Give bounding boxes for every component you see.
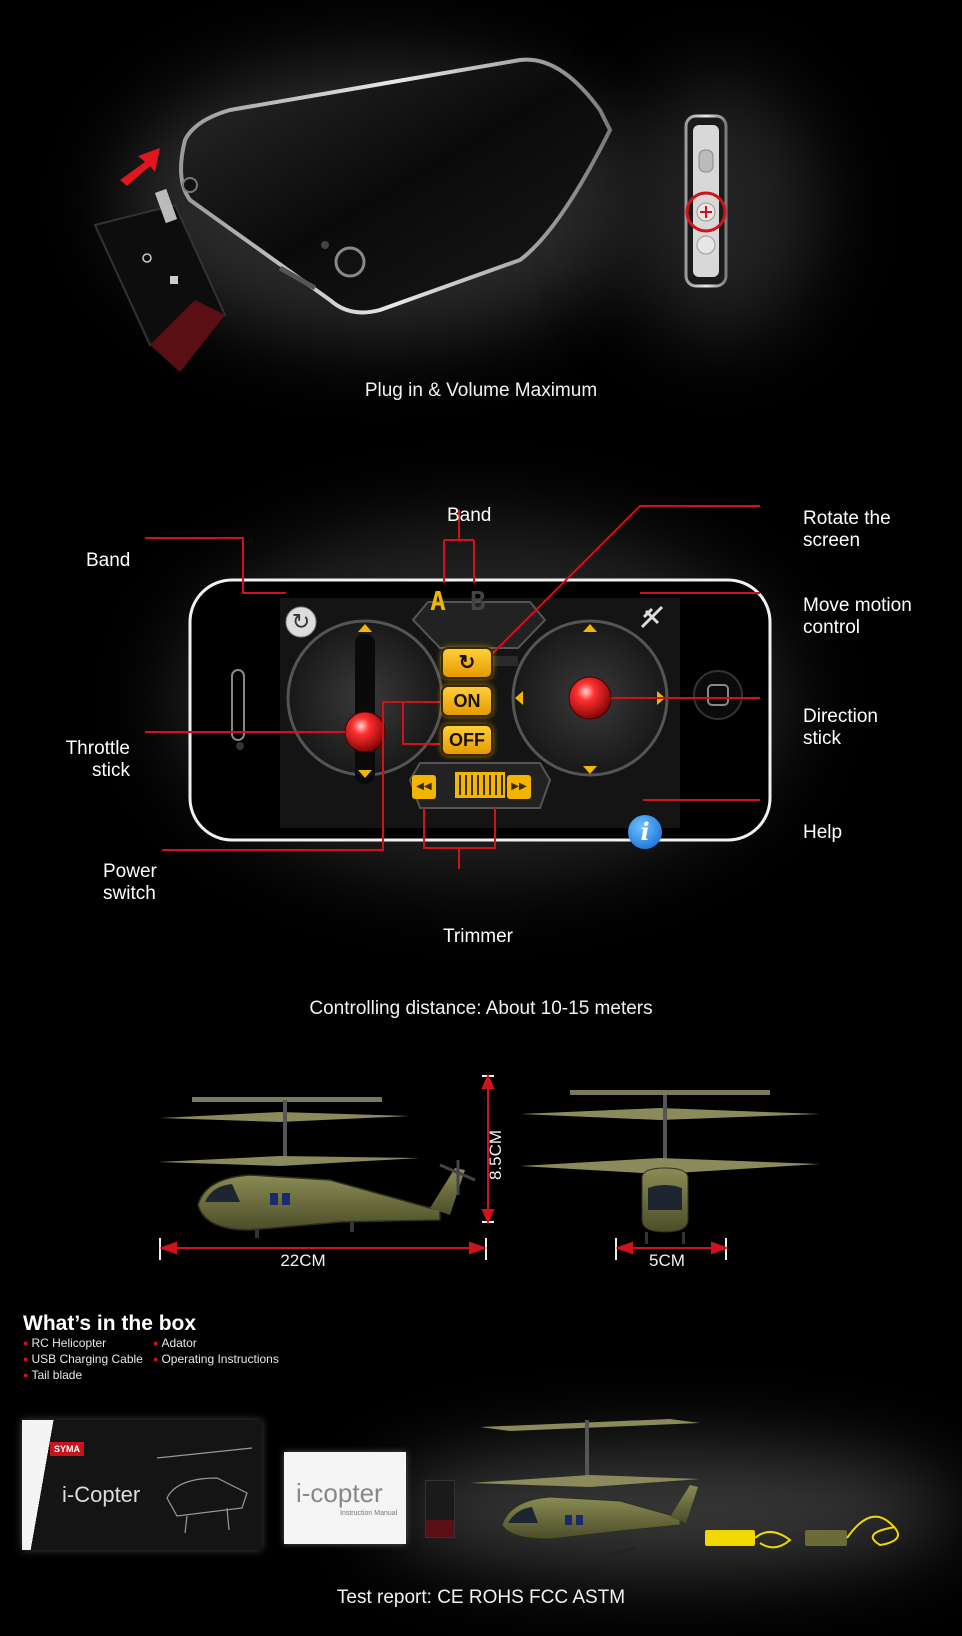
- list-item: Tail blade: [23, 1368, 143, 1384]
- rotate-screen-button[interactable]: [285, 606, 317, 638]
- phone-side-view: [684, 114, 728, 288]
- speaker-grille: [278, 265, 317, 291]
- distance-caption: Controlling distance: About 10-15 meters: [309, 998, 653, 1019]
- direction-down-arrow-icon: [583, 766, 597, 774]
- label-trimmer: Trimmer: [443, 926, 513, 947]
- charger-item: [805, 1530, 847, 1546]
- direction-up-arrow-icon: [583, 624, 597, 632]
- box-brand-logo: SYMA: [50, 1442, 85, 1456]
- direction-left-arrow-icon: [515, 691, 523, 705]
- phone-camera: [236, 742, 244, 750]
- instruction-manual: i-copter Instruction Manual: [284, 1452, 406, 1544]
- volume-up-icon: [700, 206, 712, 218]
- width-dimension-label: 5CM: [649, 1251, 685, 1270]
- label-motion-line1: Move motion: [803, 595, 912, 616]
- audio-adapter: [93, 188, 227, 372]
- box-contents-title: What’s in the box: [23, 1312, 197, 1335]
- label-help: Help: [803, 822, 843, 843]
- direction-stick[interactable]: [568, 676, 612, 720]
- phone-speaker: [231, 669, 245, 741]
- phone-body: [179, 57, 613, 315]
- height-dimension-label: 8.5CM: [486, 1129, 505, 1181]
- throttle-track: [355, 634, 375, 784]
- camera-icon: [321, 241, 329, 249]
- trim-left-button[interactable]: ◀◀: [412, 775, 436, 799]
- test-report-caption: Test report: CE ROHS FCC ASTM: [336, 1587, 626, 1608]
- phone-home-button: [693, 670, 743, 720]
- box-helicopter-and-accessories: [470, 1419, 899, 1555]
- label-direction-line1: Direction: [803, 706, 878, 727]
- dimension-lines: [159, 1073, 729, 1260]
- home-square-icon: [707, 684, 729, 706]
- usb-cable-item: [705, 1530, 755, 1546]
- list-item: RC Helicopter: [23, 1336, 143, 1352]
- box-contents-col1: RC Helicopter USB Charging Cable Tail bl…: [23, 1336, 143, 1384]
- product-box: SYMA i-Copter: [22, 1420, 262, 1550]
- list-item: USB Charging Cable: [23, 1352, 142, 1368]
- throttle-down-arrow-icon: [358, 770, 372, 778]
- label-motion-line2: control: [803, 617, 861, 638]
- label-throttle-line2: stick: [92, 760, 130, 781]
- label-rotate-line1: Rotate the: [803, 508, 891, 529]
- helicopter-front-view: [520, 1090, 820, 1244]
- label-band-left: Band: [86, 550, 131, 571]
- plugin-caption: Plug in & Volume Maximum: [364, 380, 598, 401]
- label-band-top: Band: [447, 505, 492, 526]
- help-info-button[interactable]: i: [628, 815, 662, 849]
- rotate-screen-icon-button[interactable]: ↻: [441, 647, 493, 679]
- band-a-indicator[interactable]: A: [430, 587, 446, 617]
- manual-subtitle: Instruction Manual: [340, 1510, 398, 1517]
- audio-adapter-item: [425, 1480, 455, 1538]
- callout-lines: [145, 505, 760, 869]
- phone-adapter-illustration: [93, 57, 728, 372]
- length-dimension-label: 22CM: [280, 1251, 326, 1270]
- label-throttle-line1: Throttle: [65, 738, 130, 759]
- box-helicopter-sketch: [156, 1447, 253, 1534]
- power-off-button[interactable]: OFF: [441, 724, 493, 756]
- trimmer-slider[interactable]: [455, 772, 505, 798]
- throttle-up-arrow-icon: [358, 624, 372, 632]
- trim-right-button[interactable]: ▶▶: [507, 775, 531, 799]
- floor-glow: [380, 1450, 960, 1570]
- dimensions-illustration: [158, 1073, 820, 1260]
- headphone-jack-icon: [182, 177, 198, 193]
- home-button-icon: [334, 246, 366, 278]
- throttle-stick[interactable]: [344, 711, 386, 753]
- label-power-line1: Power: [103, 861, 157, 882]
- plug-in-arrow-icon: [120, 148, 160, 186]
- band-panel: [411, 601, 547, 649]
- box-contents-col2: Adator Operating Instructions: [153, 1336, 279, 1368]
- helicopter-side-view: [158, 1097, 476, 1238]
- label-power-line2: switch: [103, 883, 156, 904]
- box-product-name: i-Copter: [62, 1482, 141, 1507]
- trimmer-ticks: [459, 775, 503, 795]
- list-item: Adator: [153, 1336, 279, 1352]
- list-item: Operating Instructions: [153, 1352, 278, 1368]
- label-rotate-line2: screen: [803, 530, 861, 551]
- label-direction-line2: stick: [803, 728, 841, 749]
- band-b-indicator[interactable]: B: [470, 587, 486, 617]
- motion-control-button[interactable]: [638, 603, 666, 631]
- rotate-arrow-icon: ↻: [291, 609, 311, 634]
- manual-title: i-copter: [296, 1478, 383, 1508]
- power-on-button[interactable]: ON: [441, 685, 493, 717]
